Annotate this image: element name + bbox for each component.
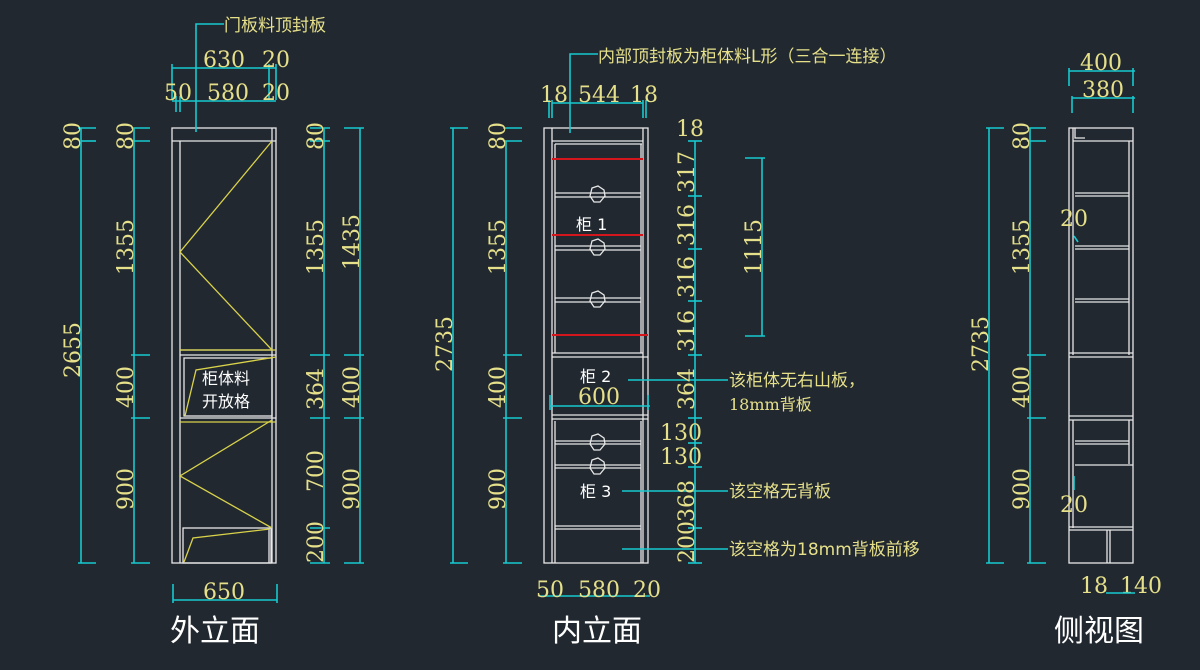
outer-elevation: 门板料顶封板 630 20 50 580 20 2655 80 80 1355 … [61, 16, 365, 649]
dim-200: 200 [675, 521, 700, 563]
dim-80: 80 [114, 122, 139, 150]
dim-18: 18 [540, 83, 568, 108]
dim-80: 80 [304, 122, 329, 150]
dim-140: 140 [1120, 574, 1162, 599]
dim-580: 580 [207, 81, 249, 106]
dim-316: 316 [675, 256, 700, 298]
dim-18: 18 [676, 117, 704, 142]
open-cell-marker [184, 356, 277, 417]
door-swing-upper [179, 140, 273, 351]
dim-900: 900 [1010, 468, 1035, 510]
dim-650: 650 [203, 580, 245, 605]
dim-80: 80 [1010, 122, 1035, 150]
cabinet-label-1: 柜 1 [576, 215, 607, 234]
note-back-panel: 18mm背板 [729, 395, 812, 414]
dim-900: 900 [340, 468, 365, 510]
dim-80: 80 [61, 122, 86, 150]
dim-1355: 1355 [486, 219, 511, 275]
dim-400: 400 [1080, 51, 1122, 76]
inner-elevation-title: 内立面 [552, 614, 642, 649]
dim-400: 400 [1010, 366, 1035, 408]
note-back-panel-forward: 该空格为18mm背板前移 [729, 540, 920, 560]
cabinet-label-2: 柜 2 [580, 367, 611, 386]
side-view: 400 380 2735 80 1355 400 900 20 20 18 14… [969, 51, 1162, 649]
dim-380: 380 [1082, 78, 1124, 103]
note-no-right-panel: 该柜体无右山板， [729, 371, 865, 391]
note-no-back-panel: 该空格无背板 [729, 482, 831, 502]
dim-18: 18 [1080, 574, 1108, 599]
dim-544: 544 [578, 83, 620, 108]
dim-18: 18 [630, 83, 658, 108]
dim-2655: 2655 [61, 322, 86, 378]
open-cell-label: 开放格 [202, 392, 250, 411]
dim-900: 900 [486, 468, 511, 510]
dim-316: 316 [675, 204, 700, 246]
dim-900: 900 [114, 468, 139, 510]
dim-200: 200 [304, 521, 329, 563]
dim-20: 20 [262, 48, 290, 73]
cabinet-label-3: 柜 3 [580, 482, 611, 501]
open-cell-label: 柜体料 [202, 369, 250, 388]
dim-50: 50 [164, 81, 192, 106]
dim-364: 364 [675, 368, 700, 410]
plinth-marker [183, 528, 271, 563]
dim-2735: 2735 [433, 316, 458, 372]
hardware-icons [589, 185, 606, 475]
dim-130: 130 [660, 421, 702, 446]
dim-400: 400 [114, 366, 139, 408]
dim-130: 130 [660, 445, 702, 470]
outer-top-note: 门板料顶封板 [224, 16, 326, 36]
dim-400: 400 [340, 366, 365, 408]
dim-368: 368 [675, 480, 700, 522]
dim-80: 80 [486, 122, 511, 150]
door-swing-lower [178, 419, 273, 529]
dim-1115: 1115 [742, 219, 767, 275]
dim-20: 20 [262, 81, 290, 106]
outer-elevation-title: 外立面 [170, 614, 260, 649]
dim-1355: 1355 [1010, 219, 1035, 275]
side-view-title: 侧视图 [1054, 614, 1144, 649]
dim-316: 316 [675, 310, 700, 352]
dim-600: 600 [578, 385, 620, 410]
dim-20: 20 [633, 578, 661, 603]
dim-2735: 2735 [969, 316, 994, 372]
side-cabinet-outline [1068, 127, 1134, 564]
inner-cabinet-outline [543, 127, 649, 564]
inner-elevation: 内部顶封板为柜体料L形（三合一连接） 18 544 18 2735 80 135… [433, 47, 920, 649]
dim-364: 364 [304, 368, 329, 410]
dim-1355: 1355 [114, 219, 139, 275]
dim-50: 50 [536, 578, 564, 603]
inner-top-note: 内部顶封板为柜体料L形（三合一连接） [598, 47, 896, 67]
outer-cabinet-outline [171, 127, 277, 564]
dim-700: 700 [304, 450, 329, 492]
dim-20: 20 [1060, 493, 1088, 518]
dim-630: 630 [203, 48, 245, 73]
dim-1435: 1435 [340, 214, 365, 270]
dim-317: 317 [675, 151, 700, 193]
dim-1355: 1355 [304, 219, 329, 275]
dim-400: 400 [486, 366, 511, 408]
dim-20: 20 [1060, 207, 1088, 232]
dim-580: 580 [578, 578, 620, 603]
